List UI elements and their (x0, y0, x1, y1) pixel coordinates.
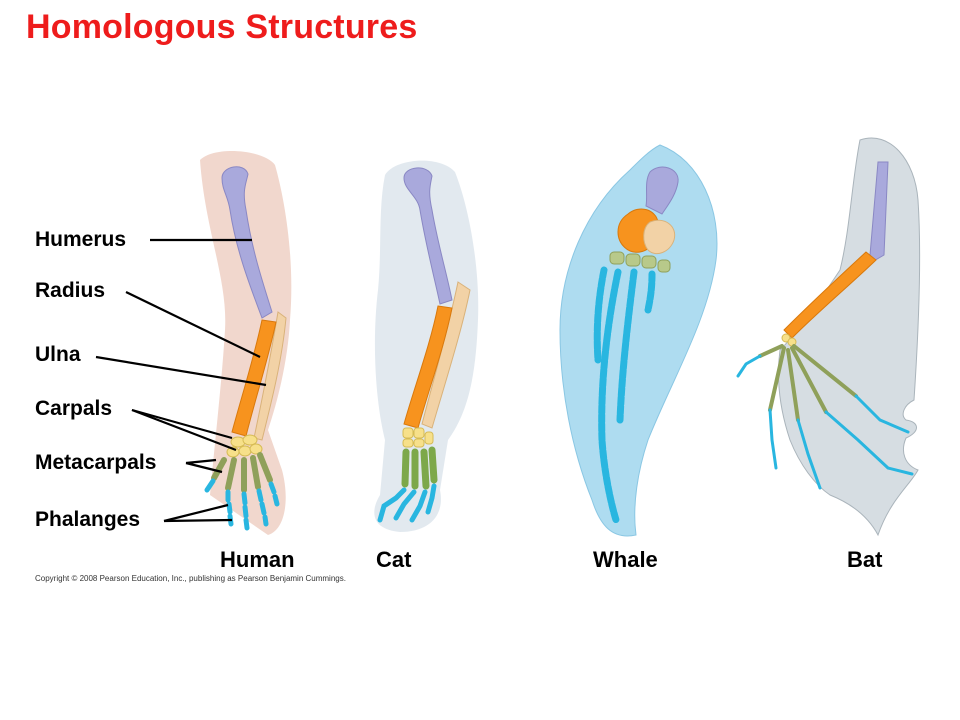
human-arm (200, 150, 292, 535)
copyright-notice: Copyright © 2008 Pearson Education, Inc.… (35, 574, 346, 583)
human-ulna (253, 311, 287, 441)
metacarpals-leader-1 (185, 458, 217, 465)
label-ulna: Ulna (35, 343, 81, 366)
whale-flipper (559, 144, 718, 537)
human-metacarpals (211, 452, 273, 493)
phalanges-leader-1 (163, 503, 229, 523)
species-human: Human (220, 547, 295, 572)
radius-leader (125, 291, 261, 358)
label-carpals: Carpals (35, 397, 113, 420)
page-title: Homologous Structures (26, 8, 418, 46)
bat-membrane (778, 137, 921, 537)
whale-fin (559, 144, 718, 537)
label-metacarpals: Metacarpals (35, 451, 157, 474)
whale-humerus (645, 166, 679, 215)
ulna-leader (95, 355, 267, 387)
whale-phalanges (593, 266, 656, 524)
species-bat: Bat (847, 547, 883, 572)
cat-humerus (403, 167, 453, 305)
species-cat: Cat (376, 547, 412, 572)
cat-leg (374, 160, 479, 532)
human-phalanges (204, 478, 280, 531)
bat-phalanges (736, 354, 914, 490)
metacarpals-leader-2 (185, 461, 223, 474)
cat-carpals (402, 427, 434, 448)
whale-ulna (643, 219, 676, 255)
carpals-leader-1 (131, 408, 233, 440)
human-skin (200, 150, 292, 535)
bat-metacarpals (758, 344, 858, 422)
cat-fur (374, 160, 479, 532)
species-whale: Whale (593, 547, 658, 572)
label-radius: Radius (35, 279, 106, 302)
bat-wing (736, 137, 921, 537)
carpals-leader-2 (131, 408, 237, 452)
cat-phalanges (377, 483, 437, 523)
phalanges-leader-2 (163, 518, 233, 523)
human-humerus (221, 166, 273, 319)
bat-humerus (869, 161, 889, 263)
label-humerus: Humerus (35, 228, 127, 251)
cat-metacarpals (401, 446, 438, 490)
leader-lines (95, 238, 267, 523)
label-phalanges: Phalanges (35, 508, 141, 531)
whale-carpals (609, 251, 671, 273)
